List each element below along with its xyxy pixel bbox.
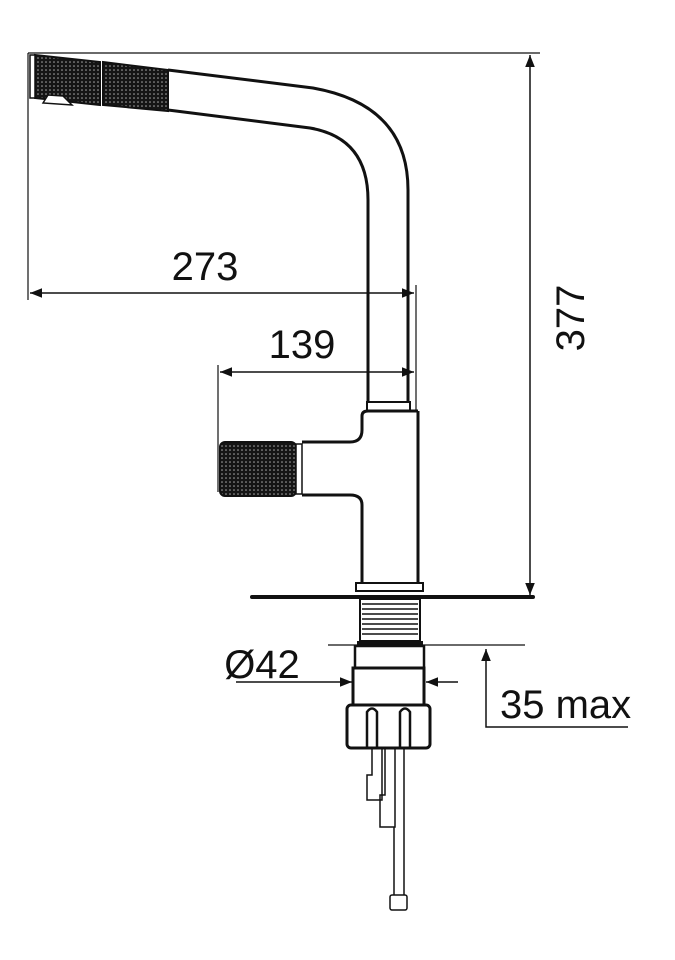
dimension-273: 273 [30,245,414,298]
dimension-label-deck-thickness: 35 max [500,683,631,727]
lever-handle [219,441,303,497]
spray-head [29,53,169,113]
dimension-deck-thickness: 35 max [481,649,631,728]
dimension-377: 377 [525,55,593,595]
faucet-body [219,401,424,592]
dimension-label-273: 273 [172,245,239,289]
spout [29,53,410,405]
dimension-diameter: Ø42 [224,643,458,687]
dimension-label-139: 139 [269,323,336,367]
mounting-kit [345,598,432,911]
supply-hoses [366,748,408,911]
dimension-label-377: 377 [549,285,593,352]
dimension-label-diameter: Ø42 [224,643,300,687]
dimension-139: 139 [220,323,414,377]
